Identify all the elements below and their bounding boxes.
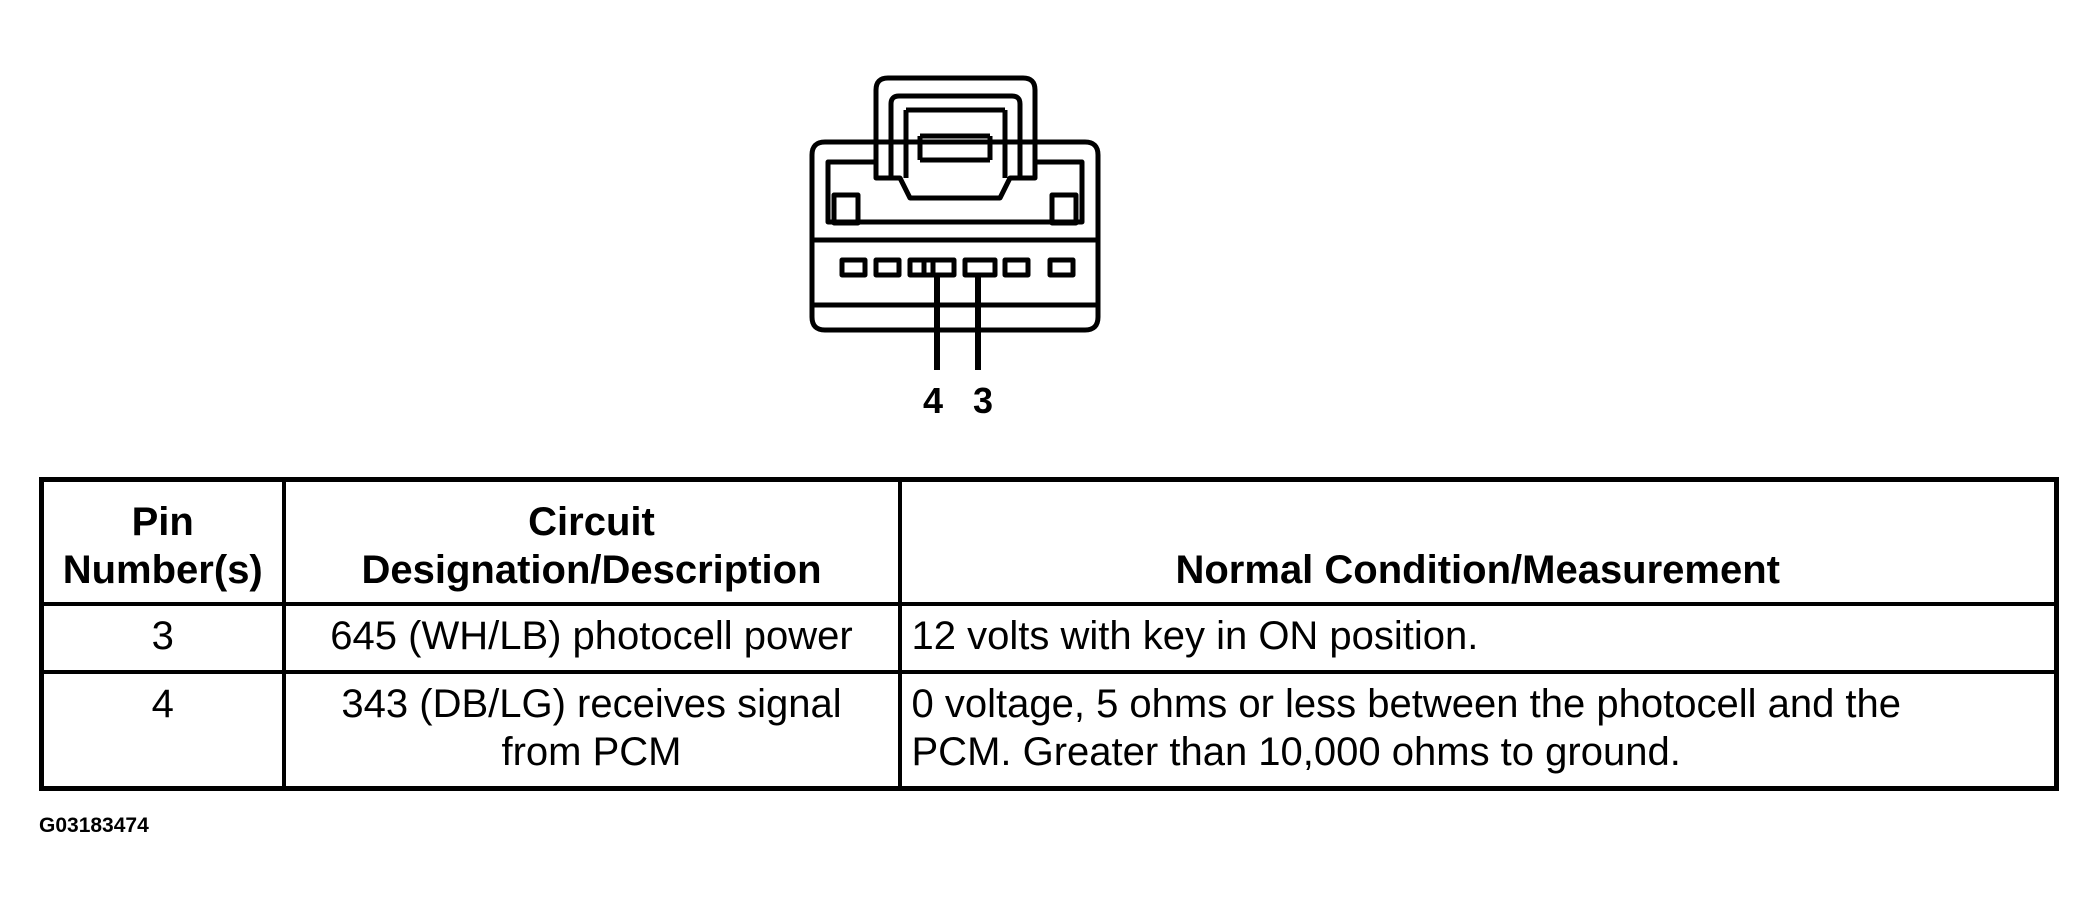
pin-cavity: [873, 257, 902, 278]
left-tab: [831, 192, 861, 226]
cell-condition: 12 volts with key in ON position.: [897, 602, 2059, 674]
header-pin-number: Pin Number(s): [39, 477, 286, 606]
header-condition: Normal Condition/Measurement: [897, 477, 2059, 606]
pin-4-label: 4: [923, 380, 943, 421]
header-pin-line1: Pin: [131, 500, 194, 544]
pin-cavity: [1047, 257, 1076, 278]
cell-condition: 0 voltage, 5 ohms or less between the ph…: [897, 670, 2059, 791]
header-circuit: Circuit Designation/Description: [281, 477, 902, 606]
right-tab: [1049, 192, 1079, 226]
figure-id: G03183474: [39, 814, 149, 837]
cell-pin: 4: [39, 670, 286, 791]
connector-diagram: 4 3: [809, 75, 1101, 421]
pin-cavity: [1002, 257, 1031, 278]
header-pin-line2: Number(s): [62, 548, 263, 592]
table-header-row: Pin Number(s) Circuit Designation/Descri…: [39, 477, 2059, 606]
header-circuit-line1: Circuit: [528, 500, 655, 544]
header-circuit-line2: Designation/Description: [361, 548, 822, 592]
cell-circuit: 645 (WH/LB) photocell power: [281, 602, 902, 674]
pin-3-label: 3: [973, 380, 993, 421]
pin-3-cavity: [962, 257, 998, 278]
connector-latch: [873, 75, 1038, 178]
pin-description-table: Pin Number(s) Circuit Designation/Descri…: [39, 477, 2059, 791]
pin-4-cavity: [921, 257, 957, 278]
cell-pin: 3: [39, 602, 286, 674]
connector-body: [809, 139, 1101, 333]
pin-cavity: [839, 257, 868, 278]
table-row: 3 645 (WH/LB) photocell power 12 volts w…: [39, 602, 2059, 674]
